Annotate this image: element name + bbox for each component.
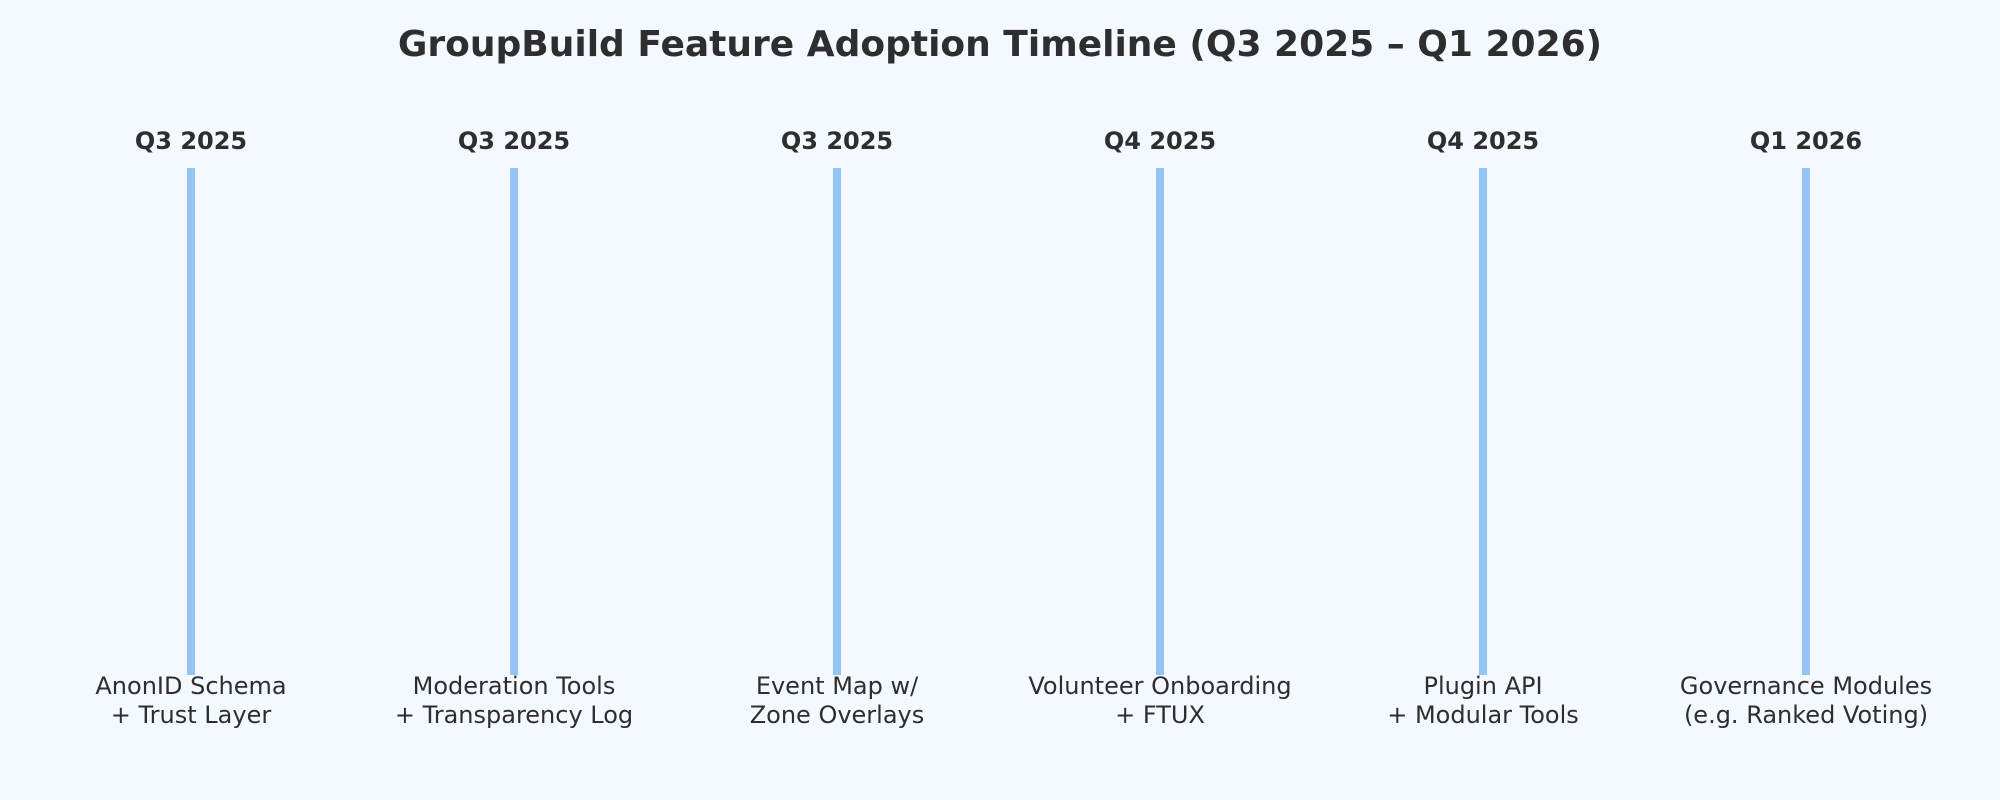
milestone-quarter-label: Q4 2025 (1426, 127, 1540, 155)
milestone-feature-label: Volunteer Onboarding + FTUX (995, 672, 1325, 730)
milestone-bar (1479, 168, 1487, 675)
milestone-bar (1802, 168, 1810, 675)
milestone-feature-line1: AnonID Schema (95, 672, 287, 700)
milestone-quarter-label: Q4 2025 (1103, 127, 1217, 155)
milestone-feature-label: Governance Modules (e.g. Ranked Voting) (1641, 672, 1971, 730)
milestone-feature-line1: Governance Modules (1679, 672, 1933, 700)
milestone-feature-line1: Event Map w/ (755, 672, 919, 700)
milestone-bar (1156, 168, 1164, 675)
milestone-event-map: Q3 2025 Event Map w/ Zone Overlays (672, 120, 1002, 740)
milestone-feature-line1: Volunteer Onboarding (1028, 672, 1292, 700)
milestone-feature-line2: Zone Overlays (749, 701, 925, 729)
milestone-feature-label: Event Map w/ Zone Overlays (672, 672, 1002, 730)
milestone-bar (833, 168, 841, 675)
milestone-bar (510, 168, 518, 675)
milestone-quarter-label: Q1 2026 (1749, 127, 1863, 155)
milestone-feature-line2: + Trust Layer (110, 701, 272, 729)
timeline-title: GroupBuild Feature Adoption Timeline (Q3… (397, 24, 1603, 65)
milestone-feature-line2: (e.g. Ranked Voting) (1683, 701, 1929, 729)
milestone-governance: Q1 2026 Governance Modules (e.g. Ranked … (1641, 120, 1971, 740)
milestone-feature-label: Moderation Tools + Transparency Log (349, 672, 679, 730)
milestone-feature-line2: + Transparency Log (394, 701, 634, 729)
milestone-anonid: Q3 2025 AnonID Schema + Trust Layer (26, 120, 356, 740)
milestone-feature-line1: Plugin API (1423, 672, 1543, 700)
milestone-feature-label: AnonID Schema + Trust Layer (26, 672, 356, 730)
milestone-bar (187, 168, 195, 675)
milestone-quarter-label: Q3 2025 (134, 127, 248, 155)
milestone-quarter-label: Q3 2025 (780, 127, 894, 155)
milestone-feature-line1: Moderation Tools (412, 672, 616, 700)
milestone-feature-label: Plugin API + Modular Tools (1318, 672, 1648, 730)
milestone-plugin-api: Q4 2025 Plugin API + Modular Tools (1318, 120, 1648, 740)
milestone-feature-line2: + FTUX (1115, 701, 1205, 729)
milestone-volunteer-onboarding: Q4 2025 Volunteer Onboarding + FTUX (995, 120, 1325, 740)
milestone-quarter-label: Q3 2025 (457, 127, 571, 155)
milestone-moderation: Q3 2025 Moderation Tools + Transparency … (349, 120, 679, 740)
milestone-feature-line2: + Modular Tools (1387, 701, 1579, 729)
